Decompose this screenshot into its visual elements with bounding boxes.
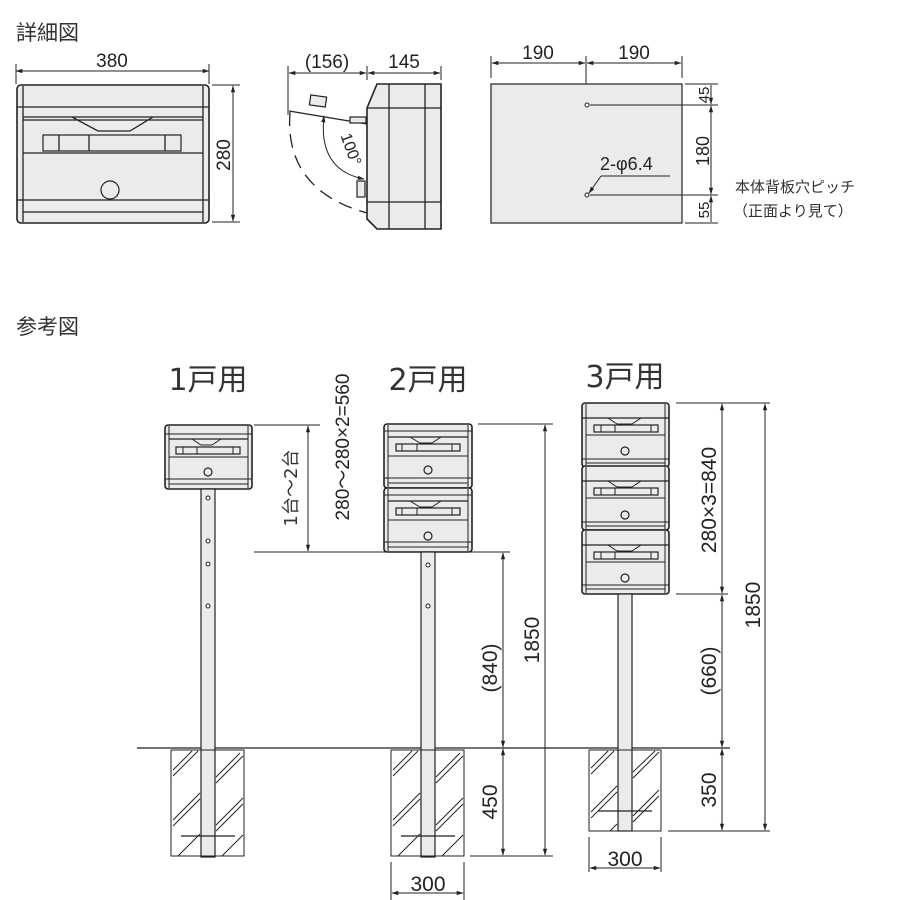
swing-arc: [288, 111, 368, 214]
model-2-base-width-label: 300: [410, 873, 445, 896]
swing-angle-label: 100°: [337, 131, 364, 168]
back-left-width-label: 190: [522, 43, 554, 64]
concrete-foundation: [588, 749, 662, 832]
mount-hole-top: [584, 102, 590, 108]
model-2-buried-depth-label: 450: [479, 784, 502, 819]
mail-slot-flap: [71, 116, 154, 132]
model-2-total-height-label: 1850: [521, 617, 544, 664]
open-flap-handle: [308, 94, 328, 108]
back-right-width-label: 190: [618, 43, 650, 64]
back-view: 190 190 45 180 55 2-φ6.4 本体背板穴ピッチ （正面より見…: [490, 43, 855, 224]
back-bottom-offset-label: 55: [696, 202, 713, 219]
model-2-post-height-label: (840): [479, 643, 502, 692]
support-post: [617, 593, 633, 832]
back-top-offset-label: 45: [696, 87, 713, 104]
side-view: (156) 145 100°: [287, 52, 442, 230]
model-3-post-height-label: (660): [698, 646, 721, 695]
front-height-label: 280: [214, 139, 235, 171]
depth-dimension-label: 145: [388, 52, 420, 73]
concrete-foundation: [390, 749, 465, 857]
lock-icon: [100, 180, 120, 200]
back-middle-label: 180: [693, 136, 713, 166]
mailbox-unit: [581, 402, 670, 468]
mail-slot: [42, 134, 182, 152]
mailbox-unit: [581, 465, 670, 531]
model-1-range-dimension: 280〜280×2=560: [333, 374, 354, 521]
model-3-buried-depth-label: 350: [698, 772, 721, 807]
model-1-range-label: 1台〜2台: [281, 450, 302, 527]
model-2-label: 2戸用: [388, 363, 467, 398]
model-2-post: 2戸用: [383, 363, 553, 900]
front-width-label: 380: [96, 51, 128, 72]
mailbox-unit: [581, 529, 670, 595]
detail-title: 詳細図: [16, 21, 79, 45]
mailbox-front-body: [16, 84, 210, 224]
model-3-post: 3戸用: [581, 360, 770, 872]
model-3-base-width-label: 300: [607, 848, 642, 871]
mailbox-unit: [383, 423, 473, 489]
concrete-foundation: [170, 749, 245, 857]
model-3-label: 3戸用: [585, 360, 664, 395]
mailbox-unit: [383, 487, 473, 553]
reference-title: 参考図: [16, 315, 79, 339]
model-3-total-height-label: 1850: [742, 582, 765, 629]
model-1-label: 1戸用: [168, 363, 247, 398]
model-1-post: 1戸用 1台〜2台 280〜280×2=560: [164, 363, 510, 858]
front-view: 380 280: [15, 51, 240, 224]
mailbox-side-body: [366, 83, 442, 230]
support-post: [200, 488, 216, 858]
model-3-box-stack-label: 280×3=840: [698, 447, 721, 553]
support-post: [420, 551, 436, 858]
back-caption-line2: （正面より見て）: [733, 202, 853, 220]
hole-spec-label: 2-φ6.4: [600, 154, 653, 174]
mount-hole-bottom: [584, 192, 590, 198]
back-caption-line1: 本体背板穴ピッチ: [735, 178, 855, 196]
door-open-dimension-label: (156): [305, 52, 349, 73]
